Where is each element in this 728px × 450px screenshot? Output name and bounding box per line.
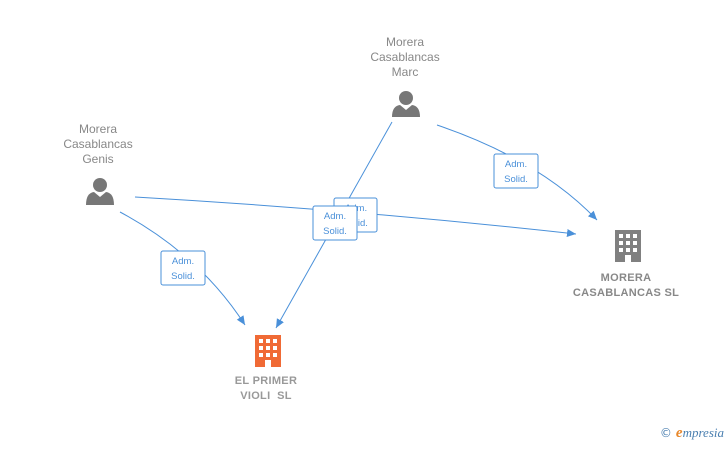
- person-node-genis[interactable]: Morera Casablancas Genis: [63, 122, 133, 205]
- person-name-line1: Morera: [79, 122, 117, 136]
- brand-name: mpresia: [682, 425, 724, 440]
- copyright-icon: ©: [659, 426, 672, 440]
- company-node-violi[interactable]: EL PRIMER VIOLI SL: [235, 335, 297, 402]
- brand-initial: e: [675, 425, 683, 441]
- person-node-marc[interactable]: Morera Casablancas Marc: [370, 35, 440, 117]
- edge-label-line2: Solid.: [323, 226, 347, 237]
- edge-label-marc-violi: Adm. Solid.: [312, 205, 358, 241]
- person-name-line2: Casablancas: [63, 137, 132, 151]
- company-name-line1: MORERA: [601, 272, 652, 284]
- edge-label-line1: Adm.: [172, 256, 194, 267]
- building-icon: [255, 335, 281, 367]
- edge-label-genis-violi: Adm. Solid.: [160, 250, 206, 286]
- person-name-line2: Casablancas: [370, 50, 439, 64]
- person-name-line3: Marc: [392, 65, 419, 79]
- person-icon: [392, 91, 420, 117]
- building-icon: [615, 230, 641, 262]
- company-name-line1: EL PRIMER: [235, 375, 297, 387]
- company-name-line2: CASABLANCAS SL: [573, 287, 679, 299]
- brand-logo[interactable]: ©empresia: [660, 425, 724, 442]
- edge-label-line2: Solid.: [171, 271, 195, 282]
- edge-label-line2: Solid.: [504, 174, 528, 185]
- person-icon: [86, 178, 114, 205]
- edge-label-line1: Adm.: [324, 211, 346, 222]
- edge-label-line1: Adm.: [505, 159, 527, 170]
- company-name-line2: VIOLI SL: [240, 390, 292, 402]
- company-node-morera[interactable]: MORERA CASABLANCAS SL: [573, 230, 679, 299]
- edge-label-marc-morera: Adm. Solid.: [493, 153, 539, 189]
- person-name-line3: Genis: [82, 152, 113, 166]
- person-name-line1: Morera: [386, 35, 424, 49]
